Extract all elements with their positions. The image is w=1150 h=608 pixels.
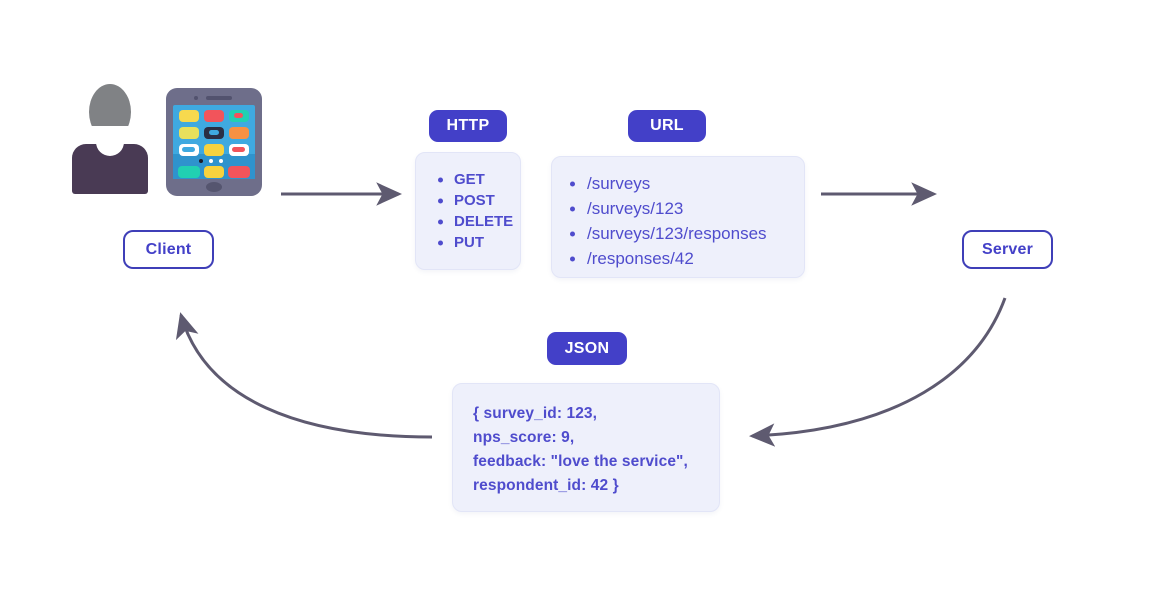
url-endpoint-label: /surveys/123/responses — [587, 224, 767, 243]
list-item[interactable]: DELETE — [438, 211, 520, 232]
list-item[interactable]: POST — [438, 190, 520, 211]
phone-app-icon — [204, 110, 224, 122]
phone-app-badge — [232, 147, 245, 152]
json-payload-lines: { survey_id: 123, nps_score: 9, feedback… — [453, 384, 719, 498]
client-label[interactable]: Client — [123, 230, 214, 269]
client-label-text: Client — [145, 240, 192, 258]
arrow-json-to-client — [175, 312, 433, 439]
json-line: nps_score: 9, — [473, 429, 575, 446]
json-line: { survey_id: 123, — [473, 405, 598, 422]
url-endpoint-label: /surveys/123 — [587, 199, 684, 218]
server-label-text: Server — [981, 240, 1034, 258]
http-method-label: PUT — [454, 234, 484, 251]
phone-app-icon — [229, 127, 249, 139]
list-item[interactable]: /surveys/123/responses — [570, 221, 804, 246]
list-item[interactable]: /surveys — [570, 171, 804, 196]
phone-app-badge — [209, 130, 219, 135]
url-endpoint-label: /surveys — [587, 174, 651, 193]
list-item[interactable]: /surveys/123 — [570, 196, 804, 221]
phone-app-badge — [182, 147, 195, 152]
phone-page-dot — [219, 159, 223, 163]
json-payload-panel: { survey_id: 123, nps_score: 9, feedback… — [452, 383, 720, 512]
url-endpoints-panel: /surveys /surveys/123 /surveys/123/respo… — [551, 156, 805, 278]
phone-app-icon — [204, 144, 224, 156]
url-badge[interactable]: URL — [628, 110, 706, 142]
phone-app-badge — [234, 113, 243, 118]
bullet-icon — [570, 231, 575, 236]
bullet-icon — [570, 181, 575, 186]
json-badge[interactable]: JSON — [547, 332, 627, 365]
json-line: respondent_id: 42 } — [473, 477, 619, 494]
http-method-label: DELETE — [454, 213, 514, 230]
server-label[interactable]: Server — [962, 230, 1053, 269]
bullet-icon — [570, 256, 575, 261]
bullet-icon — [438, 198, 443, 203]
list-item[interactable]: PUT — [438, 232, 520, 253]
phone-page-dot — [209, 159, 213, 163]
phone-dock-icon — [228, 166, 250, 178]
url-badge-text: URL — [650, 117, 684, 134]
url-endpoint-label: /responses/42 — [587, 249, 694, 268]
phone-speaker — [206, 96, 232, 100]
phone-dock-icon — [204, 166, 224, 178]
phone-dock-icon — [178, 166, 200, 178]
json-badge-text: JSON — [564, 339, 610, 357]
http-methods-list: GET POST DELETE PUT — [416, 153, 520, 253]
http-method-label: POST — [454, 192, 495, 209]
phone-home-button — [206, 182, 222, 192]
bullet-icon — [438, 240, 443, 245]
list-item[interactable]: GET — [438, 169, 520, 190]
bullet-icon — [438, 177, 443, 182]
phone-app-icon — [179, 110, 199, 122]
bullet-icon — [438, 219, 443, 224]
json-line: feedback: "love the service", — [473, 453, 688, 470]
phone-page-dot — [199, 159, 203, 163]
bullet-icon — [570, 206, 575, 211]
arrow-server-to-json — [749, 297, 1007, 447]
http-methods-panel: GET POST DELETE PUT — [415, 152, 521, 270]
list-item[interactable]: /responses/42 — [570, 246, 804, 271]
url-endpoints-list: /surveys /surveys/123 /surveys/123/respo… — [552, 157, 804, 271]
user-avatar-icon — [70, 84, 150, 194]
mobile-phone-icon — [166, 88, 262, 196]
http-badge[interactable]: HTTP — [429, 110, 507, 142]
phone-camera — [194, 96, 198, 100]
avatar-neck — [96, 134, 124, 156]
http-badge-text: HTTP — [446, 117, 490, 134]
http-method-label: GET — [454, 171, 485, 188]
phone-app-icon — [179, 127, 199, 139]
